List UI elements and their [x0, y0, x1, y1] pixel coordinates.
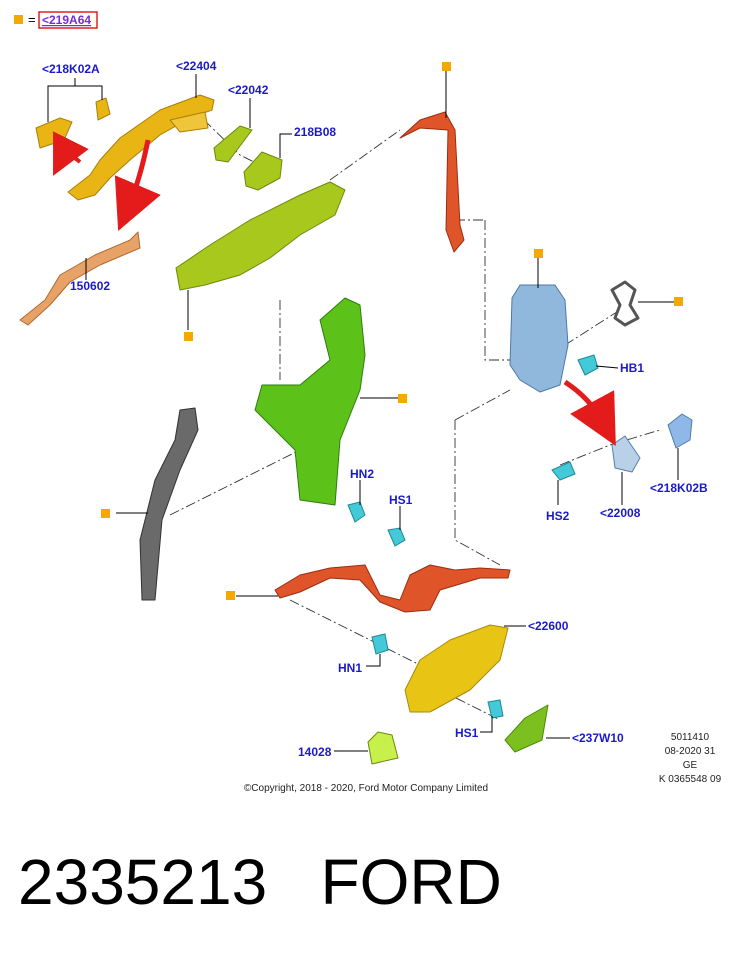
screw-HN1-part[interactable]: [371, 633, 389, 655]
arrow-red-icon: [53, 131, 616, 447]
switch-14028-part[interactable]: [367, 731, 399, 765]
legend-ref-link[interactable]: <219A64: [42, 13, 91, 27]
gasket-part[interactable]: [610, 280, 640, 327]
label-HN1[interactable]: HN1: [338, 661, 362, 675]
legend: = <219A64: [14, 11, 98, 29]
outer-handle-22404-part[interactable]: [67, 94, 215, 201]
label-22404[interactable]: <22404: [176, 59, 217, 73]
label-HS1-upper[interactable]: HS1: [389, 493, 413, 507]
bezel-22042-part[interactable]: [213, 125, 253, 163]
label-14028[interactable]: 14028: [298, 745, 332, 759]
legend-equals: =: [28, 12, 36, 27]
leader-lines: [47, 70, 679, 752]
rod-150602-part[interactable]: [19, 231, 141, 326]
pad-218K02B-part[interactable]: [667, 413, 693, 449]
label-218B08[interactable]: 218B08: [294, 125, 336, 139]
label-150602[interactable]: 150602: [70, 279, 110, 293]
label-218K02B[interactable]: <218K02B: [650, 481, 708, 495]
screw-HB1-part[interactable]: [577, 354, 599, 376]
exploded-parts-diagram: = <219A64: [14, 11, 722, 794]
pad-218K02A-part[interactable]: [35, 97, 111, 149]
part-caption: 2335213 FORD: [18, 842, 718, 922]
screw-HS1-lower-part[interactable]: [487, 699, 504, 719]
screw-HS1-upper-part[interactable]: [387, 527, 406, 547]
glass-run-seal-part[interactable]: [139, 407, 199, 601]
label-218K02A[interactable]: <218K02A: [42, 62, 100, 76]
drawing-stamp: 5011410 08-2020 31 GE K 0365548 09: [659, 732, 722, 785]
label-22600[interactable]: <22600: [528, 619, 569, 633]
inner-handle-22600-part[interactable]: [404, 624, 509, 713]
clip-22008-part[interactable]: [611, 435, 641, 473]
stamp-line-2: 08-2020 31: [665, 746, 716, 757]
screw-HS2-part[interactable]: [551, 461, 576, 481]
legend-marker-icon: [14, 15, 23, 24]
caption-brand: FORD: [320, 846, 502, 918]
label-22042[interactable]: <22042: [228, 83, 269, 97]
legend-ref-border: [38, 11, 98, 29]
stamp-line-4: K 0365548 09: [659, 774, 722, 785]
cable-upper-part[interactable]: [399, 111, 465, 253]
label-HS1-lower[interactable]: HS1: [455, 726, 479, 740]
label-237W10[interactable]: <237W10: [572, 731, 624, 745]
marker-square-icon: [101, 62, 683, 600]
stamp-line-3: GE: [683, 760, 698, 771]
stamp-line-1: 5011410: [671, 732, 710, 743]
door-latch-part[interactable]: [509, 284, 569, 393]
copyright-text: ©Copyright, 2018 - 2020, Ford Motor Comp…: [244, 783, 488, 794]
window-frame-part[interactable]: [254, 297, 366, 506]
caption-part-number: 2335213: [18, 846, 268, 918]
label-22008[interactable]: <22008: [600, 506, 641, 520]
cable-lower-part[interactable]: [274, 564, 511, 613]
bracket-218B08-part[interactable]: [243, 151, 283, 191]
label-HB1[interactable]: HB1: [620, 361, 644, 375]
screw-HN2-part[interactable]: [347, 501, 366, 523]
alignment-lines: [169, 119, 661, 721]
label-HN2[interactable]: HN2: [350, 467, 374, 481]
label-HS2[interactable]: HS2: [546, 509, 570, 523]
handle-carrier-part[interactable]: [175, 181, 346, 291]
cover-237W10-part[interactable]: [504, 704, 549, 753]
part-labels: <218K02A <22404 <22042 218B08 150602 HB1…: [42, 59, 708, 759]
